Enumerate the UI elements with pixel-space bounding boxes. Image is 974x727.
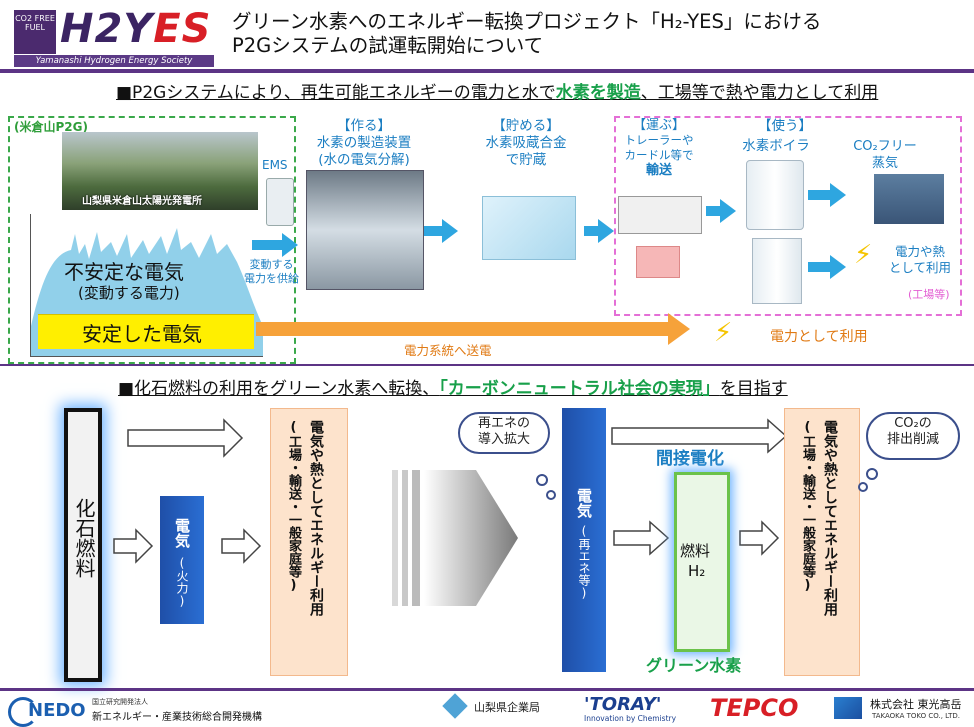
ems-arrow-bar	[252, 240, 282, 250]
section2-heading: ■化石燃料の利用をグリーン水素へ転換、「カーボンニュートラル社会の実現」を目指す	[118, 379, 788, 399]
h2-label: H₂	[688, 562, 706, 580]
hollow-arrow-fossil-elec	[113, 528, 154, 564]
unstable-power-sub: (変動する電力)	[78, 284, 180, 302]
electrolyzer-image	[306, 170, 424, 290]
toray-logo: 'TORAY'	[584, 694, 662, 715]
stable-power-band	[38, 314, 254, 349]
hollow-arrow-fossil-use	[127, 418, 244, 458]
energy-use-right-main: 電気や熱としてエネルギー利用	[822, 420, 838, 616]
nedo-small: 国立研究開発法人	[92, 698, 148, 706]
factory-area	[614, 116, 962, 316]
arrow-fc-power	[808, 262, 830, 272]
section1-heading: ■P2Gシステムにより、再生可能エネルギーの電力と水で水素を製造、工場等で熱や電…	[116, 83, 879, 103]
renewable-elec-sub: (再エネ等)	[577, 524, 591, 600]
toko-logo-icon	[834, 697, 862, 719]
arrow-boiler-steam-head-icon	[830, 183, 846, 207]
hollow-arrow-re-fuel	[613, 520, 670, 556]
trailer-icon	[618, 196, 702, 234]
hydrogen-storage-alloy-image	[482, 196, 576, 260]
grid-use-label: 電力として利用	[770, 329, 868, 345]
hollow-arrow-elec-use	[221, 528, 262, 564]
thermal-elec-main: 電気	[173, 518, 191, 548]
co2-reduction-cloud: CO₂の排出削減	[866, 412, 960, 460]
nedo-name: 新エネルギー・産業技術総合開発機構	[92, 712, 262, 723]
hollow-arrow-re-use	[611, 418, 788, 454]
fossil-fuel-label: 化石燃料	[72, 498, 96, 578]
stable-power-label: 安定した電気	[82, 322, 202, 346]
arrow-make-store	[424, 226, 442, 236]
carry-text: 【運ぶ】トレーラーやカードル等で輸送	[624, 118, 694, 178]
renewable-electricity-box	[562, 408, 606, 672]
tepco-logo: TEPCO	[710, 694, 799, 722]
ems-label: EMS	[262, 158, 288, 172]
footer-divider	[0, 688, 974, 691]
energy-use-left-sub: (工場・輸送・一般家庭等)	[286, 420, 301, 593]
arrow-fc-power-head-icon	[830, 255, 846, 279]
arrow-carry-use-head-icon	[720, 199, 736, 223]
hydrogen-boiler-icon	[746, 160, 804, 230]
hyes-logo: CO2 FREE FUEL H2YES Yamanashi Hydrogen E…	[14, 6, 214, 67]
use-head: 【使う】	[758, 118, 812, 134]
renewable-expansion-cloud: 再エネの導入拡大	[458, 412, 550, 454]
grid-arrow-head-icon	[668, 313, 690, 345]
toray-tagline: Innovation by Chemistry	[584, 714, 677, 723]
factory-icon	[874, 174, 944, 224]
hydrogen-fuel-box	[674, 472, 730, 652]
boiler-label: 水素ボイラ	[742, 138, 810, 154]
cloud-dot-3	[866, 468, 878, 480]
fossil-fuel-box	[64, 408, 102, 682]
cloud-dot-1	[536, 474, 548, 486]
thermal-elec-sub: (火力)	[175, 556, 189, 608]
renewable-elec-main: 電気	[575, 488, 593, 518]
grid-arrow-bar	[256, 322, 668, 336]
header-divider	[0, 69, 974, 73]
page-title: グリーン水素へのエネルギー転換プロジェクト「H₂-YES」における P2Gシステ…	[232, 10, 822, 57]
area-label: (米倉山P2G)	[14, 120, 88, 134]
hollow-arrow-fuel-use	[739, 520, 780, 556]
energy-use-right-sub: (工場・輸送・一般家庭等)	[800, 420, 815, 593]
energy-use-left-main: 電気や熱としてエネルギー利用	[308, 420, 324, 616]
thermal-electricity-box	[160, 496, 204, 624]
co2-free-fuel-mark: CO2 FREE FUEL	[14, 10, 56, 54]
unstable-power-label: 不安定な電気	[64, 260, 184, 284]
lightning-icon: ⚡	[854, 240, 873, 270]
photo-caption: 山梨県米倉山太陽光発電所	[82, 196, 202, 207]
yamanashi-logo-icon	[442, 693, 468, 719]
arrow-make-store-head-icon	[442, 219, 458, 243]
curdle-icon	[636, 246, 680, 278]
ems-device-icon	[266, 178, 294, 226]
fuel-label: 燃料	[680, 542, 711, 560]
store-text: 【貯める】水素吸蔵合金で貯蔵	[485, 118, 567, 168]
yamanashi-name: 山梨県企業局	[474, 701, 540, 714]
nedo-logo-text: NEDO	[28, 700, 86, 721]
cloud-dot-4	[858, 482, 868, 492]
make-text: 【作る】水素の製造装置(水の電気分解)	[316, 118, 412, 168]
solar-plant-photo	[62, 132, 258, 210]
arrow-carry-use	[706, 206, 720, 216]
energy-use-right-box	[784, 408, 860, 676]
use-power-text: 電力や熱として利用	[888, 244, 952, 275]
section-divider	[0, 364, 974, 366]
co2-free-steam: CO₂フリー蒸気	[853, 139, 917, 171]
energy-use-left-box	[270, 408, 348, 676]
ems-arrow-head-icon	[282, 233, 298, 257]
arrow-store-carry	[584, 226, 598, 236]
fuel-cell-icon	[752, 238, 802, 304]
arrow-store-carry-head-icon	[598, 219, 614, 243]
cloud-dot-2	[546, 490, 556, 500]
factory-tag: (工場等)	[908, 288, 950, 301]
toko-name: 株式会社 東光高岳	[870, 698, 962, 711]
logo-wordmark: H2YES	[60, 6, 212, 52]
indirect-electrification-label: 間接電化	[656, 449, 724, 469]
toko-sub: TAKAOKA TOKO CO., LTD.	[872, 712, 960, 720]
grid-label: 電力系統へ送電	[404, 343, 492, 358]
green-hydrogen-label: グリーン水素	[646, 656, 742, 675]
logo-subtitle: Yamanashi Hydrogen Energy Society	[14, 55, 214, 67]
lightning-icon-2: ⚡	[714, 318, 733, 348]
ems-note: 変動する電力を供給	[244, 258, 299, 285]
transition-arrow-icon	[392, 470, 518, 606]
arrow-boiler-steam	[808, 190, 830, 200]
